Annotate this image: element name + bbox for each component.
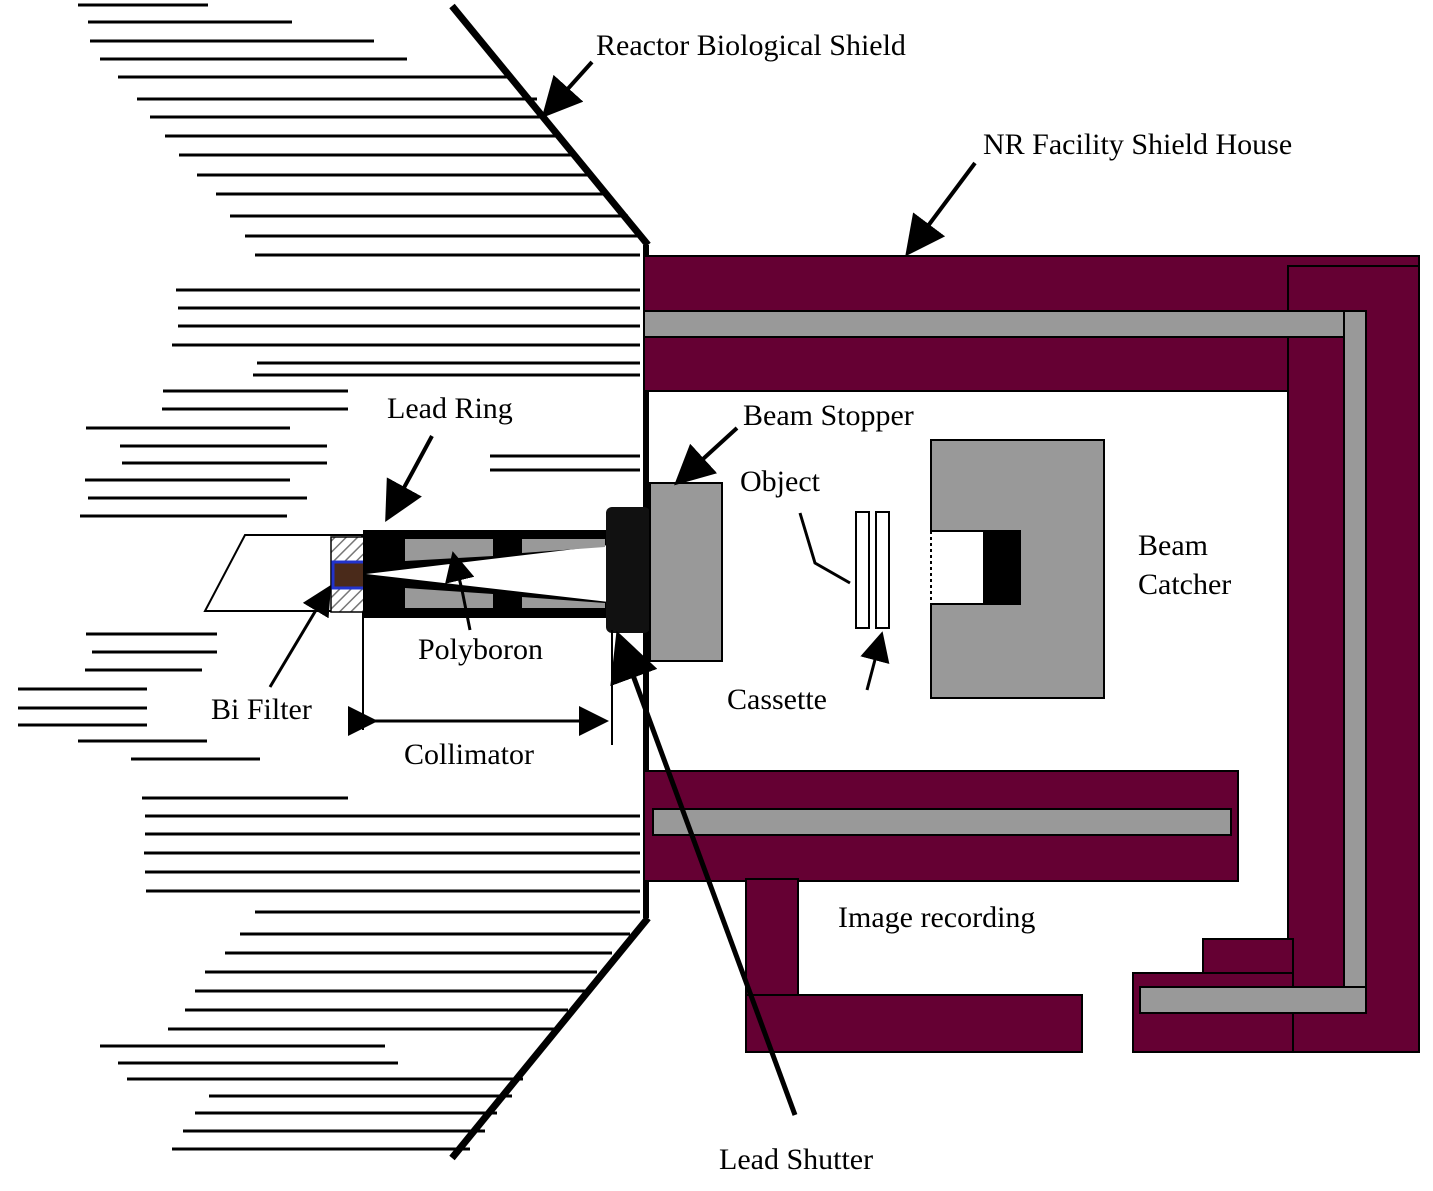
arrow-bi-filter bbox=[268, 584, 332, 688]
arrow-lead-ring bbox=[385, 435, 434, 523]
label-lead-shutter: Lead Shutter bbox=[719, 1143, 873, 1176]
bi-filter bbox=[331, 560, 368, 590]
right-steel-liner bbox=[1343, 310, 1367, 1012]
polyboron-lower-2 bbox=[522, 597, 605, 608]
label-beam-stopper: Beam Stopper bbox=[743, 399, 914, 432]
label-beam-catcher-line2: Catcher bbox=[1138, 568, 1231, 601]
label-image-recording: Image recording bbox=[838, 901, 1035, 934]
cassette-plate bbox=[875, 511, 890, 629]
reactor-concrete-hatching bbox=[18, 3, 640, 1151]
arrow-reactor-shield bbox=[541, 60, 594, 118]
arrow-object bbox=[798, 512, 851, 585]
top-steel-liner bbox=[643, 310, 1367, 338]
object-plate bbox=[855, 511, 870, 629]
label-beam-catcher-line1: Beam bbox=[1138, 529, 1208, 562]
shield-house-post bbox=[745, 878, 799, 1000]
label-lead-ring: Lead Ring bbox=[387, 392, 513, 425]
arrow-shield-house bbox=[905, 161, 977, 257]
bottom-steel-liner bbox=[1139, 986, 1367, 1014]
collimator-bore bbox=[366, 545, 609, 602]
label-polyboron: Polyboron bbox=[418, 633, 543, 666]
arrow-lead-shutter bbox=[610, 630, 798, 1116]
polyboron-lower-1 bbox=[405, 588, 493, 608]
beam-catcher-core bbox=[983, 530, 1021, 605]
arrow-cassette bbox=[860, 631, 890, 691]
label-shield-house: NR Facility Shield House bbox=[983, 128, 1292, 161]
label-collimator: Collimator bbox=[404, 738, 534, 771]
beam-port bbox=[203, 534, 368, 613]
arrow-beam-stopper bbox=[674, 426, 739, 486]
diagram-labels: Reactor Biological Shield NR Facility Sh… bbox=[211, 29, 1292, 1176]
shield-house-bottom-left-wall bbox=[745, 994, 1083, 1053]
middle-steel-liner bbox=[652, 808, 1232, 836]
beam-stopper bbox=[649, 482, 723, 662]
label-reactor-shield: Reactor Biological Shield bbox=[596, 29, 906, 62]
label-cassette: Cassette bbox=[727, 683, 827, 716]
steel-liners bbox=[643, 310, 1367, 1014]
arrow-polyboron bbox=[445, 551, 475, 631]
label-bi-filter: Bi Filter bbox=[211, 693, 312, 726]
collimator bbox=[362, 507, 650, 745]
beam-components bbox=[649, 439, 1105, 699]
lead-shutter-block bbox=[606, 507, 650, 633]
polyboron-upper-2 bbox=[522, 539, 605, 553]
leader-arrows bbox=[268, 60, 977, 1116]
label-object: Object bbox=[740, 465, 821, 498]
